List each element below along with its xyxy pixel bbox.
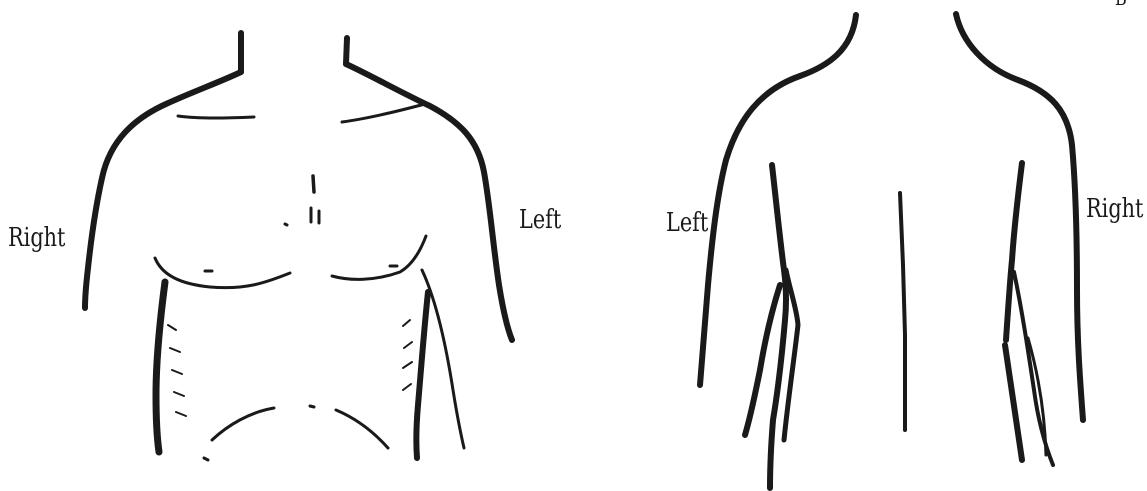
back-right-label: Right bbox=[1086, 194, 1143, 224]
back-left-label: Left bbox=[666, 208, 708, 238]
front-torso-outline bbox=[85, 33, 512, 460]
front-left-label: Left bbox=[519, 205, 561, 235]
back-torso-outline bbox=[700, 14, 1083, 488]
corner-text: B bbox=[1115, 0, 1127, 10]
front-right-label: Right bbox=[8, 223, 65, 253]
